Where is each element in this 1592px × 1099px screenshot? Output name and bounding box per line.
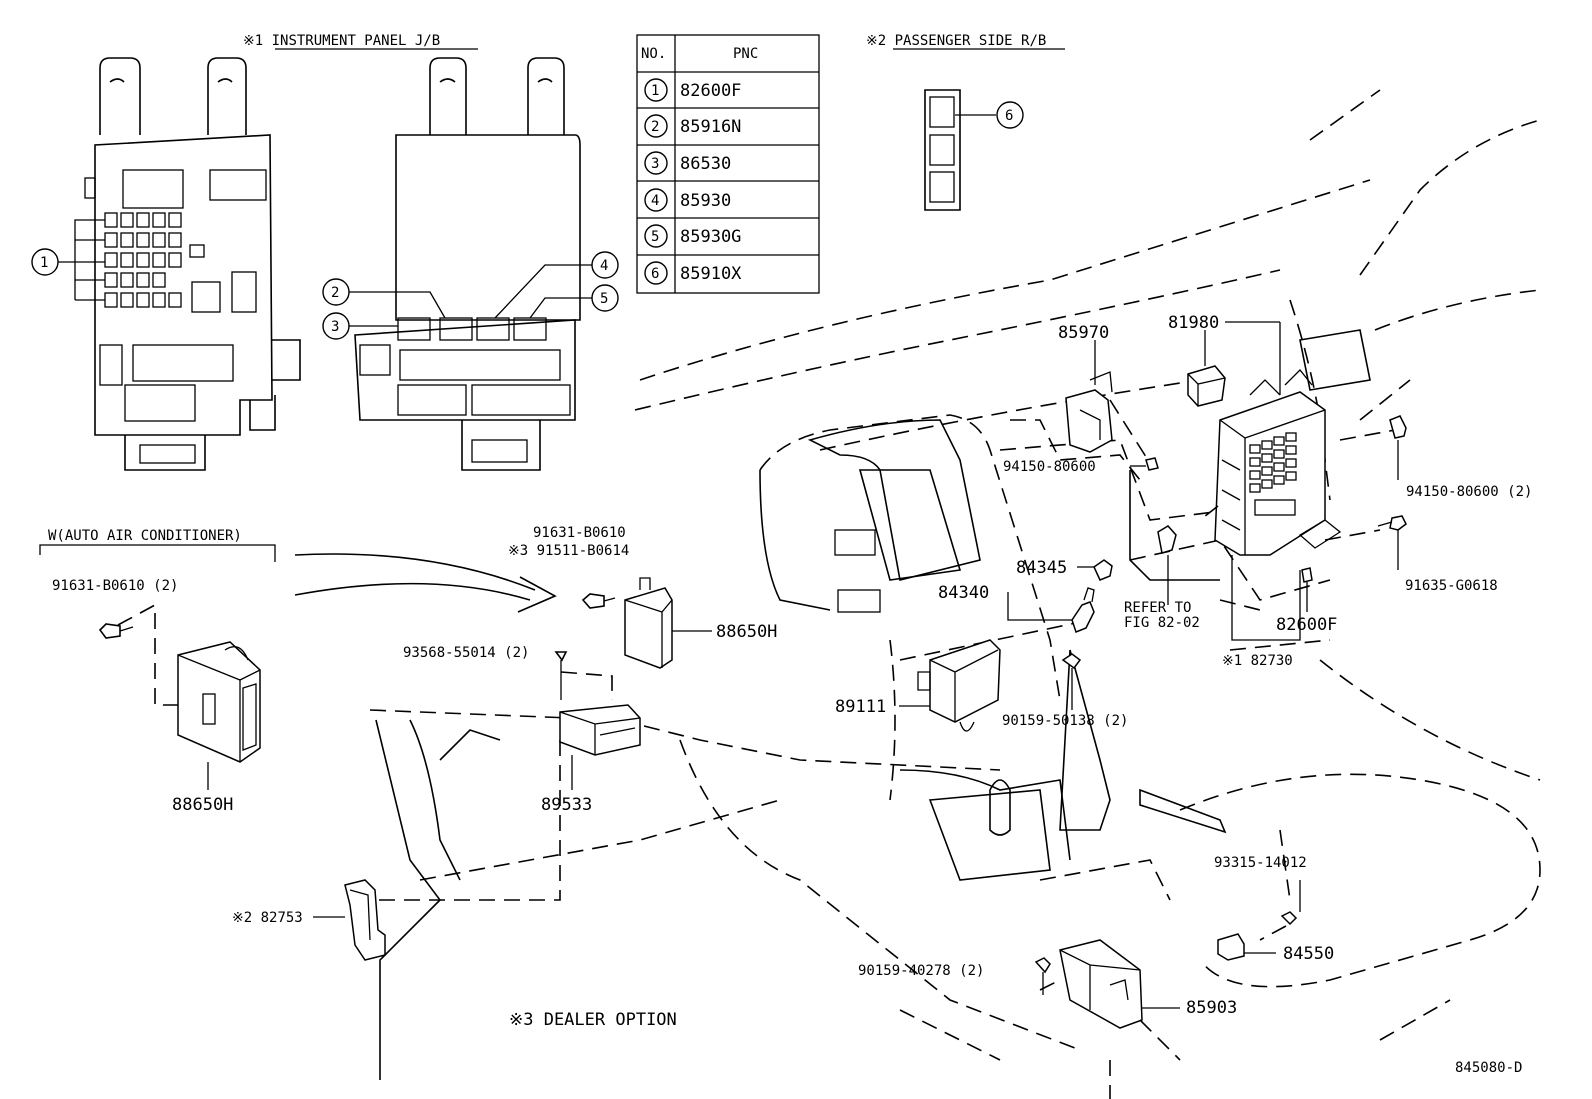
label-88650h: 88650H [716,622,777,642]
pnc-row-no: 5 [651,229,659,245]
part-84345 [1077,559,1113,581]
svg-text:1: 1 [40,255,48,271]
callout-5: 5 [591,284,619,312]
clip-94150-80600-2 [1389,415,1407,480]
label-fig-82-02: FIG 82-02 [1124,615,1200,631]
label-82753: ※2 82753 [232,910,303,926]
auto-ac-bracket [39,544,276,562]
callout-3: 3 [322,312,350,340]
dealer-option-note: ※3 DEALER OPTION [509,1010,677,1030]
label-85903: 85903 [1186,998,1237,1018]
clip-94150-80600 [1130,457,1159,471]
module-89111 [899,639,1001,732]
pnc-header-no: NO. [641,46,666,62]
label-89533: 89533 [541,795,592,815]
callout-1: 1 [31,248,59,276]
title-passenger-side-rb: ※2 PASSENGER SIDE R/B [866,33,1046,49]
title-auto-air-conditioner: W(AUTO AIR CONDITIONER) [48,528,242,544]
svg-text:4: 4 [600,258,608,274]
part-82600f [1301,567,1313,612]
label-90159-40278: 90159-40278 (2) [858,963,984,979]
label-84345: 84345 [1016,558,1067,578]
label-91635-g0618: 91635-G0618 [1405,578,1498,594]
junction-block-82730 [1199,369,1396,641]
pnc-row-value: 85910X [680,264,742,284]
switch-84340 [1007,587,1095,633]
connector-refer [1157,525,1177,605]
label-81980: 81980 [1168,313,1219,333]
label-82600f: 82600F [1276,615,1337,635]
relay-81980 [1187,321,1281,407]
instrument-panel-jb-left-view [58,57,301,471]
pnc-row-no: 1 [651,83,659,99]
module-89533 [554,651,641,790]
screw-90159-50138 [1061,653,1082,710]
pnc-row-value: 85930G [680,227,741,247]
label-refer-to: REFER TO [1124,600,1191,616]
svg-text:6: 6 [1005,108,1013,124]
part-85903 [1039,939,1181,1061]
bracket-82753 [313,879,386,961]
label-91631-b0610-2: 91631-B0610 (2) [52,578,178,594]
label-84340: 84340 [938,583,989,603]
label-90159-50138: 90159-50138 (2) [1002,713,1128,729]
arrow-graphic [294,553,536,591]
part-85970 [1065,340,1149,461]
instrument-panel-jb-right-view [340,57,600,471]
label-82730: ※1 82730 [1222,653,1293,669]
label-85970: 85970 [1058,323,1109,343]
label-94150-80600: 94150-80600 [1003,459,1096,475]
callout-2: 2 [322,278,350,306]
pnc-row-no: 4 [651,193,659,209]
pnc-table: NO. PNC 1 82600F 2 85916N 3 86530 4 8593… [636,34,820,294]
label-91511-b0614: ※3 91511-B0614 [508,543,629,559]
title-instrument-panel-jb: ※1 INSTRUMENT PANEL J/B [243,33,440,49]
label-88650h-left: 88650H [172,795,233,815]
pnc-row-value: 86530 [680,154,731,174]
label-84550: 84550 [1283,944,1334,964]
dashboard-outline [360,89,1541,1099]
figure-code: 845080-D [1455,1060,1522,1076]
label-91631-b0610: 91631-B0610 [533,525,626,541]
label-93315-14012: 93315-14012 [1214,855,1307,871]
svg-text:3: 3 [331,319,339,335]
module-88650h [581,577,712,669]
svg-text:5: 5 [600,291,608,307]
callout-6: 6 [996,101,1024,129]
pnc-row-value: 85930 [680,191,731,211]
label-93568-55014: 93568-55014 (2) [403,645,529,661]
screw-91635-g0618 [1377,515,1407,570]
label-94150-80600-2: 94150-80600 (2) [1406,484,1532,500]
label-89111: 89111 [835,697,886,717]
passenger-side-rb [924,89,996,211]
callout-4: 4 [591,251,619,279]
screw-90159-40278 [1034,957,1051,995]
pnc-row-no: 2 [651,119,659,135]
part-84550 [1217,880,1301,961]
svg-text:2: 2 [331,285,339,301]
ac-module-88650h-left [98,603,261,790]
pnc-row-value: 82600F [680,81,741,101]
pnc-row-no: 6 [651,266,659,282]
pnc-header-pnc: PNC [733,46,758,62]
pnc-row-value: 85916N [680,117,741,137]
pnc-row-no: 3 [651,156,659,172]
